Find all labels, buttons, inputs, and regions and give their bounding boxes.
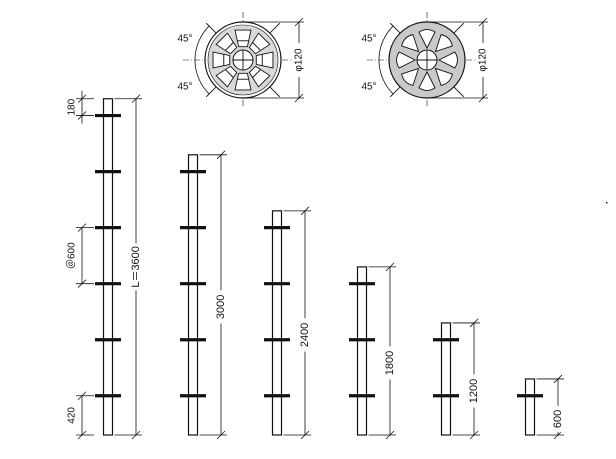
dimension-tick [553, 430, 563, 440]
label-mask [299, 318, 311, 352]
angle-arc [194, 25, 210, 61]
rosette-hole [396, 51, 416, 69]
dimension-tick [478, 17, 488, 27]
label-mask [293, 43, 305, 77]
label-mask [384, 346, 396, 380]
top-offset-label: 180 [67, 98, 78, 115]
rosette-hole [212, 51, 231, 69]
label-mask [130, 243, 142, 291]
dimension-tick [77, 279, 87, 288]
angle-bottom-label: 45° [177, 82, 192, 93]
label-mask [477, 43, 489, 77]
stray-mark [606, 202, 608, 204]
label-mask [468, 374, 480, 408]
length-label: 1200 [468, 379, 480, 403]
angle-arc [194, 59, 210, 95]
bottom-offset-label: 420 [67, 407, 78, 424]
post-3000: 3000 [180, 150, 227, 440]
dimension-tick [469, 318, 479, 328]
dimension-tick [385, 262, 395, 272]
hole-edge [225, 42, 234, 51]
rosette-hole [215, 32, 238, 55]
dimension-tick [77, 430, 87, 440]
label-mask [215, 290, 227, 324]
length-label: L＝3600 [130, 246, 142, 288]
dimension-tick [77, 391, 87, 401]
post-pipe [102, 98, 114, 436]
rosette-hole [234, 29, 252, 48]
label-mask [552, 405, 564, 433]
rosette-hole [434, 67, 453, 86]
post-pipe [356, 266, 368, 436]
post-600: 600 [517, 374, 564, 440]
rosette-wedge-holes: φ120 45° 45° [361, 12, 489, 108]
posts-layer: L＝3600 180 ＠600 420 3000 2400 1800 1200 600 [66, 90, 564, 440]
post-pipe [440, 322, 452, 436]
rosettes-layer: φ120 45° 45° φ120 45° 45° [177, 12, 489, 108]
rosette-hole [248, 65, 271, 88]
rosette-hole [401, 34, 420, 53]
length-label: 3000 [215, 295, 227, 319]
post-pipe [271, 210, 283, 436]
angle-arc [378, 25, 394, 61]
hole-edge [225, 69, 234, 78]
dimension-tick [77, 111, 87, 120]
rosette-square-holes: φ120 45° 45° [177, 12, 305, 108]
angle-arc [378, 59, 394, 95]
post-3600: L＝3600 180 ＠600 420 [66, 90, 142, 440]
dimension-tick [553, 374, 563, 384]
length-label: 600 [552, 410, 564, 428]
rosette-hole [418, 29, 436, 49]
dimension-tick [385, 430, 395, 440]
hole-edge [252, 42, 261, 51]
dimension-tick [216, 430, 226, 440]
dimension-tick [131, 94, 141, 104]
angle-top-label: 45° [361, 34, 376, 45]
pitch-label: ＠600 [66, 242, 78, 269]
rosette-hole [401, 67, 420, 86]
dimension-tick [300, 430, 310, 440]
length-label: 1800 [384, 351, 396, 375]
post-pipe [187, 154, 199, 436]
hole-edge [252, 69, 261, 78]
post-pipe [524, 378, 536, 436]
angle-bottom-label: 45° [361, 82, 376, 93]
dimension-tick [216, 150, 226, 160]
dimension-tick [300, 206, 310, 216]
post-1800: 1800 [349, 262, 396, 440]
rosette-hole [215, 65, 238, 88]
dimension-tick [294, 17, 304, 27]
angle-top-label: 45° [177, 34, 192, 45]
rosette-hole [434, 34, 453, 53]
length-label: 2400 [299, 323, 311, 347]
dimension-tick [131, 430, 141, 440]
rosette-hole [418, 71, 436, 91]
rosette-hole [255, 51, 274, 69]
dimension-tick [294, 93, 304, 103]
rosette-hole [248, 32, 271, 55]
diameter-label: φ120 [478, 48, 489, 72]
dimension-tick [77, 94, 87, 104]
diameter-label: φ120 [294, 48, 305, 72]
dimension-tick [478, 93, 488, 103]
post-1200: 1200 [433, 318, 480, 440]
dimension-tick [77, 223, 87, 232]
dimension-tick [469, 430, 479, 440]
post-2400: 2400 [264, 206, 311, 440]
rosette-hole [438, 51, 458, 69]
rosette-hole [234, 72, 252, 91]
